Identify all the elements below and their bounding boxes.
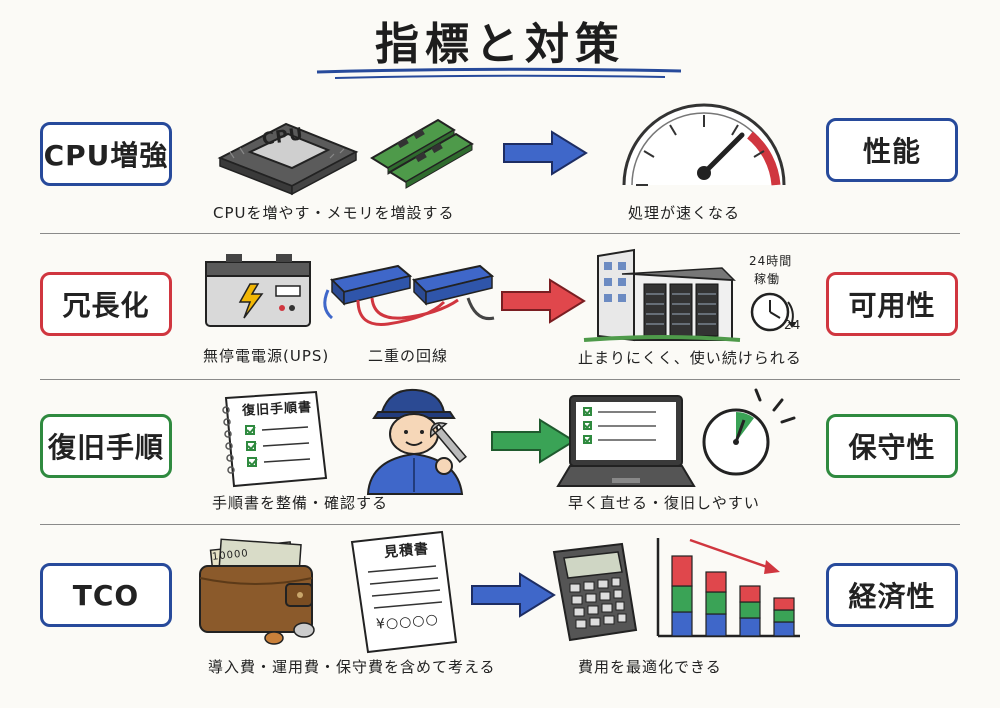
row-divider bbox=[40, 233, 960, 234]
speedometer-icon bbox=[622, 103, 786, 186]
arrow-right-icon bbox=[501, 278, 586, 324]
clock-24-number: 24 bbox=[784, 318, 802, 332]
recovery-notebook-icon bbox=[222, 390, 328, 488]
clock-24h-icon bbox=[750, 292, 796, 332]
label-redundancy: 冗長化 bbox=[40, 272, 172, 336]
row-divider bbox=[40, 524, 960, 525]
dual-line-router-icon bbox=[323, 264, 495, 326]
label-recovery-procedure: 復旧手順 bbox=[40, 414, 172, 478]
notebook-title: 復旧手順書 bbox=[241, 400, 313, 419]
cost-reduction-bar-chart-icon bbox=[656, 538, 800, 638]
arrow-right-icon bbox=[503, 130, 588, 176]
quotation-document-icon bbox=[350, 530, 458, 654]
label-economy: 経済性 bbox=[826, 563, 958, 627]
arrow-right-icon bbox=[491, 418, 576, 464]
label-availability: 可用性 bbox=[826, 272, 958, 336]
uptime-label-2: 稼働 bbox=[754, 272, 781, 286]
quotation-title: 見積書 bbox=[383, 541, 430, 561]
wallet-icon bbox=[199, 538, 315, 645]
stopwatch-icon bbox=[702, 388, 796, 476]
caption-performance: 処理が速くなる bbox=[628, 204, 741, 222]
label-performance: 性能 bbox=[826, 118, 958, 182]
caption-tco: 導入費・運用費・保守費を含めて考える bbox=[208, 658, 496, 676]
ups-battery-icon bbox=[205, 254, 311, 327]
caption-availability: 止まりにくく、使い続けられる bbox=[578, 349, 802, 367]
caption-economy: 費用を最適化できる bbox=[578, 658, 722, 676]
engineer-with-wrench-icon bbox=[366, 388, 467, 495]
label-cpu-upgrade: CPU増強 bbox=[40, 122, 172, 186]
datacenter-building-icon bbox=[583, 248, 741, 342]
label-maintainability: 保守性 bbox=[826, 414, 958, 478]
caption-cpu-upgrade: CPUを増やす・メモリを増設する bbox=[213, 204, 455, 222]
calculator-icon bbox=[552, 542, 638, 642]
caption-recovery-procedure: 手順書を整備・確認する bbox=[212, 494, 389, 512]
caption-ups: 無停電電源(UPS) bbox=[203, 347, 330, 365]
caption-maintainability: 早く直せる・復旧しやすい bbox=[568, 494, 760, 512]
memory-module-icon bbox=[370, 118, 474, 189]
laptop-checklist-icon bbox=[556, 395, 696, 487]
label-tco: TCO bbox=[40, 563, 172, 627]
title-underline bbox=[316, 67, 682, 79]
arrow-right-icon bbox=[471, 572, 556, 618]
caption-dual-line: 二重の回線 bbox=[368, 347, 449, 365]
row-divider bbox=[40, 379, 960, 380]
uptime-label-1: 24時間 bbox=[749, 254, 793, 268]
page-title: 指標と対策 bbox=[375, 19, 625, 70]
cpu-chip-icon bbox=[217, 122, 359, 196]
